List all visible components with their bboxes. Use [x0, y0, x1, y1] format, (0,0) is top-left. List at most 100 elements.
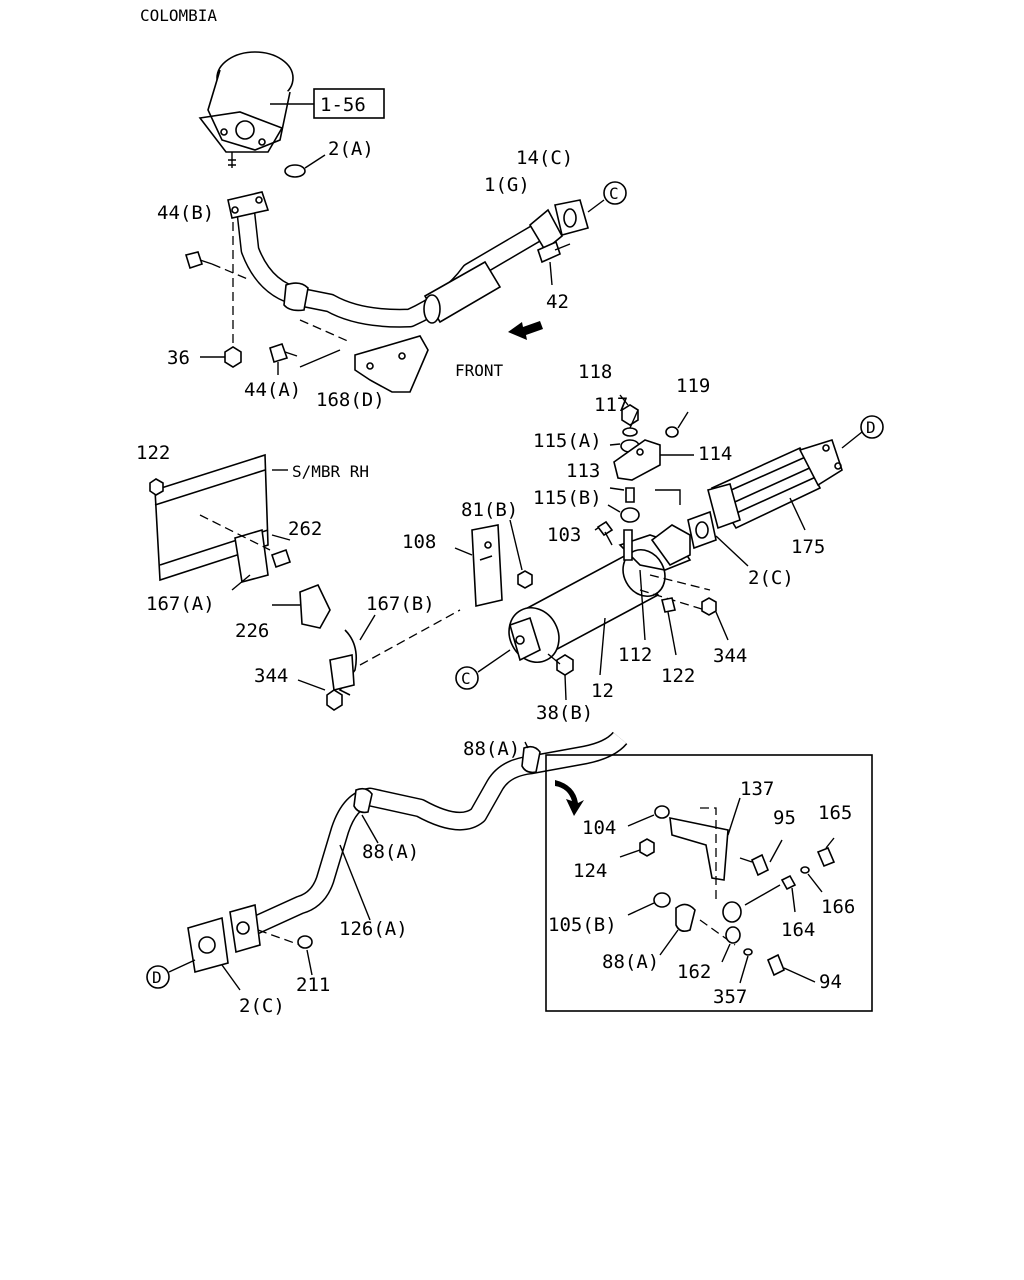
callout-label: 113: [566, 460, 600, 482]
muffler-assembly: C D: [454, 394, 884, 701]
front-label: FRONT: [455, 361, 504, 380]
callout-label: 103: [547, 524, 581, 546]
hanger-pin: [623, 529, 633, 561]
region-title: COLOMBIA: [140, 6, 217, 25]
nut-part: [224, 346, 242, 368]
detail-inset: [545, 754, 873, 1012]
callout-label: 119: [676, 375, 710, 397]
bolt-part: [816, 846, 836, 868]
pipe-clamp: [521, 745, 541, 774]
callout-label: 114: [698, 443, 732, 465]
callout-label: 344: [713, 645, 747, 667]
callout-label: 94: [819, 971, 842, 993]
connector-d-label: D: [152, 968, 162, 987]
callout-label: 165: [818, 802, 852, 824]
callout-label: 118: [578, 361, 612, 383]
nut-part: [326, 689, 343, 711]
callout-label: 108: [402, 531, 436, 553]
washer-part: [725, 926, 741, 944]
callout-label: 81(B): [461, 499, 518, 521]
nut-part: [661, 597, 676, 613]
callout-label: 88(A): [362, 841, 419, 863]
hanger-assembly: [149, 478, 461, 711]
nut-part: [639, 838, 655, 857]
reference-box-label: 1-56: [320, 94, 366, 116]
connector-c-label: C: [461, 669, 471, 688]
muffler-bracket: [471, 524, 503, 607]
converter-flange: [798, 439, 843, 487]
detail-arrow-icon: [555, 780, 584, 816]
gasket-part: [687, 510, 717, 550]
gasket-part: [284, 164, 306, 178]
front-direction-indicator: FRONT: [455, 321, 543, 380]
nut-part: [701, 597, 717, 616]
callout-label: 167(A): [146, 593, 215, 615]
nut-part: [297, 935, 313, 949]
bolt-part: [750, 853, 770, 877]
callout-labels: 2(A) 14(C) 1(G) 44(B) 42 36 44(A) 168(D)…: [136, 138, 855, 1017]
callout-label: 122: [661, 665, 695, 687]
callout-label: 2(C): [239, 995, 285, 1017]
connector-d-symbol: [146, 965, 170, 989]
callout-label: 164: [781, 919, 815, 941]
gasket-part: [187, 916, 229, 974]
callout-label: 112: [618, 644, 652, 666]
callout-label: 344: [254, 665, 288, 687]
callout-label: 2(C): [748, 567, 794, 589]
callout-label: 126(A): [339, 918, 408, 940]
connector-c-label: C: [609, 184, 619, 203]
connector-c-symbol: [603, 181, 627, 205]
callout-label: 262: [288, 518, 322, 540]
pipe-inlet-flange: [227, 191, 270, 219]
callout-label: 166: [821, 896, 855, 918]
callout-label: 44(B): [157, 202, 214, 224]
rubber-bush: [722, 901, 742, 923]
frame-label: S/MBR RH: [292, 462, 369, 481]
callout-label: 88(A): [463, 738, 520, 760]
callout-label: 42: [546, 291, 569, 313]
hanger-bracket: [613, 439, 661, 481]
bolt-part: [766, 953, 786, 977]
nut-part: [517, 570, 533, 589]
callout-label: 122: [136, 442, 170, 464]
bolt-part: [270, 548, 292, 569]
callout-label: 226: [235, 620, 269, 642]
detail-inset-frame: [545, 754, 873, 1012]
spacer-part: [780, 874, 797, 891]
callout-label: 12: [591, 680, 614, 702]
spacer-part: [625, 487, 635, 503]
callout-label: 2(A): [328, 138, 374, 160]
hanger-bracket: [669, 816, 729, 881]
callout-label: 104: [582, 817, 616, 839]
manifold-unit: [198, 51, 294, 168]
washer-part: [622, 427, 638, 437]
bolt-part: [537, 240, 561, 264]
washer-part: [800, 866, 810, 874]
callout-label: 95: [773, 807, 796, 829]
gasket-part: [554, 199, 589, 236]
callout-label: 357: [713, 986, 747, 1008]
rubber-bush: [653, 892, 671, 908]
callout-label: 88(A): [602, 951, 659, 973]
tail-pipe-assembly: D: [146, 731, 628, 991]
connector-c-symbol: [455, 666, 479, 690]
connector-d-symbol: [860, 415, 884, 439]
front-arrow-icon: [508, 321, 543, 340]
connector-d-label: D: [866, 418, 876, 437]
front-pipe-assembly: C: [184, 51, 627, 393]
pipe-clamp: [675, 903, 696, 932]
rubber-hanger: [299, 583, 331, 629]
callout-label: 117: [594, 394, 628, 416]
bolt-part: [269, 342, 289, 364]
callout-label: 124: [573, 860, 607, 882]
callout-label: 168(D): [316, 389, 385, 411]
callout-label: 38(B): [536, 702, 593, 724]
hanger-rod: [329, 654, 355, 691]
callout-label: 175: [791, 536, 825, 558]
pipe-bracket: [354, 335, 429, 393]
nut-part: [556, 654, 574, 676]
callout-label: 1(G): [484, 174, 530, 196]
callout-label: 115(A): [533, 430, 602, 452]
nut-part: [149, 478, 164, 496]
